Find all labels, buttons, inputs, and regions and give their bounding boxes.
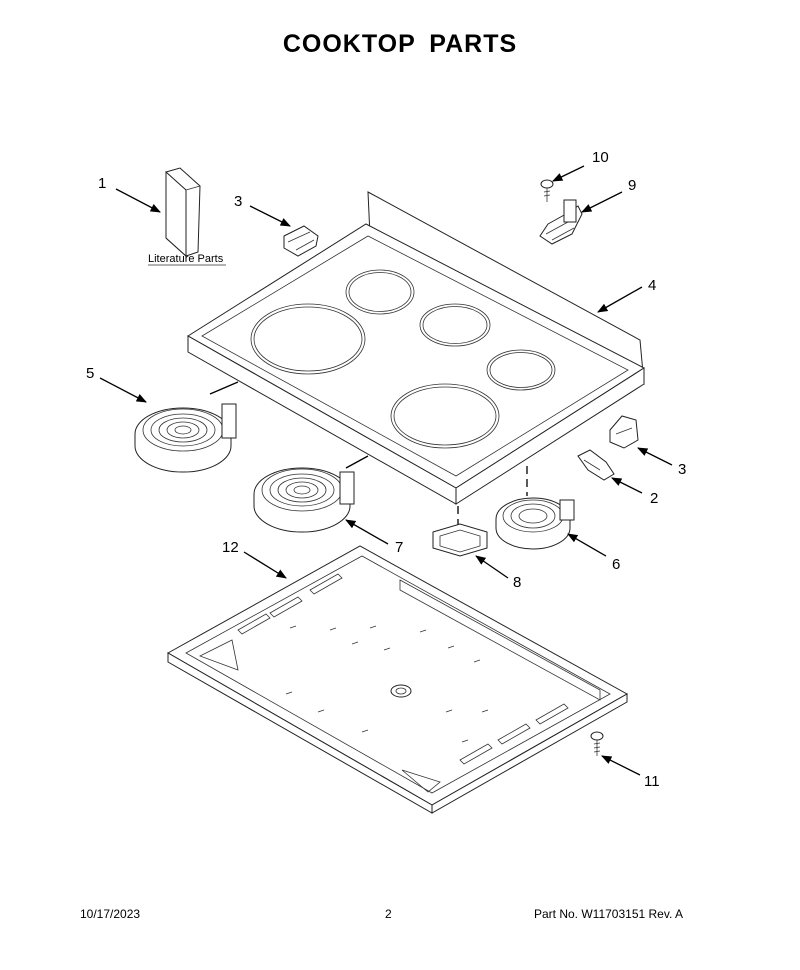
callout-7: 7 (395, 539, 403, 556)
callout-3-top: 3 (234, 193, 242, 210)
footer-page-number: 2 (385, 907, 392, 921)
literature-parts-label: Literature Parts (148, 253, 224, 265)
footer-part-number: Part No. W11703151 Rev. A (534, 907, 683, 921)
callout-10: 10 (592, 149, 609, 166)
callout-12: 12 (222, 539, 239, 556)
callout-2: 2 (650, 490, 658, 507)
callout-6: 6 (612, 556, 620, 573)
radiant-element-right[interactable] (495, 497, 575, 550)
cooktop-support-pan[interactable] (166, 545, 629, 814)
glass-cooktop[interactable] (187, 191, 645, 505)
screw-top[interactable] (540, 179, 554, 202)
cooktop-clip[interactable] (577, 449, 615, 481)
literature-booklet[interactable] (165, 167, 201, 258)
cooktop-bracket-left[interactable] (283, 225, 319, 257)
callout-11: 11 (644, 773, 660, 790)
radiant-element-center[interactable] (253, 467, 355, 533)
callout-4: 4 (648, 277, 656, 294)
callout-1: 1 (98, 175, 106, 192)
screw-bottom[interactable] (590, 731, 604, 756)
callout-5: 5 (86, 365, 94, 382)
page-title: COOKTOP PARTS (282, 30, 518, 58)
callout-9: 9 (628, 177, 636, 194)
callout-3-right: 3 (678, 461, 686, 478)
footer-date: 10/17/2023 (80, 907, 141, 921)
terminal-bracket[interactable] (539, 199, 583, 245)
cooktop-bracket-right[interactable] (609, 415, 639, 449)
radiant-element-left[interactable] (134, 403, 237, 473)
element-cover[interactable] (432, 523, 488, 557)
callout-8: 8 (513, 574, 521, 591)
